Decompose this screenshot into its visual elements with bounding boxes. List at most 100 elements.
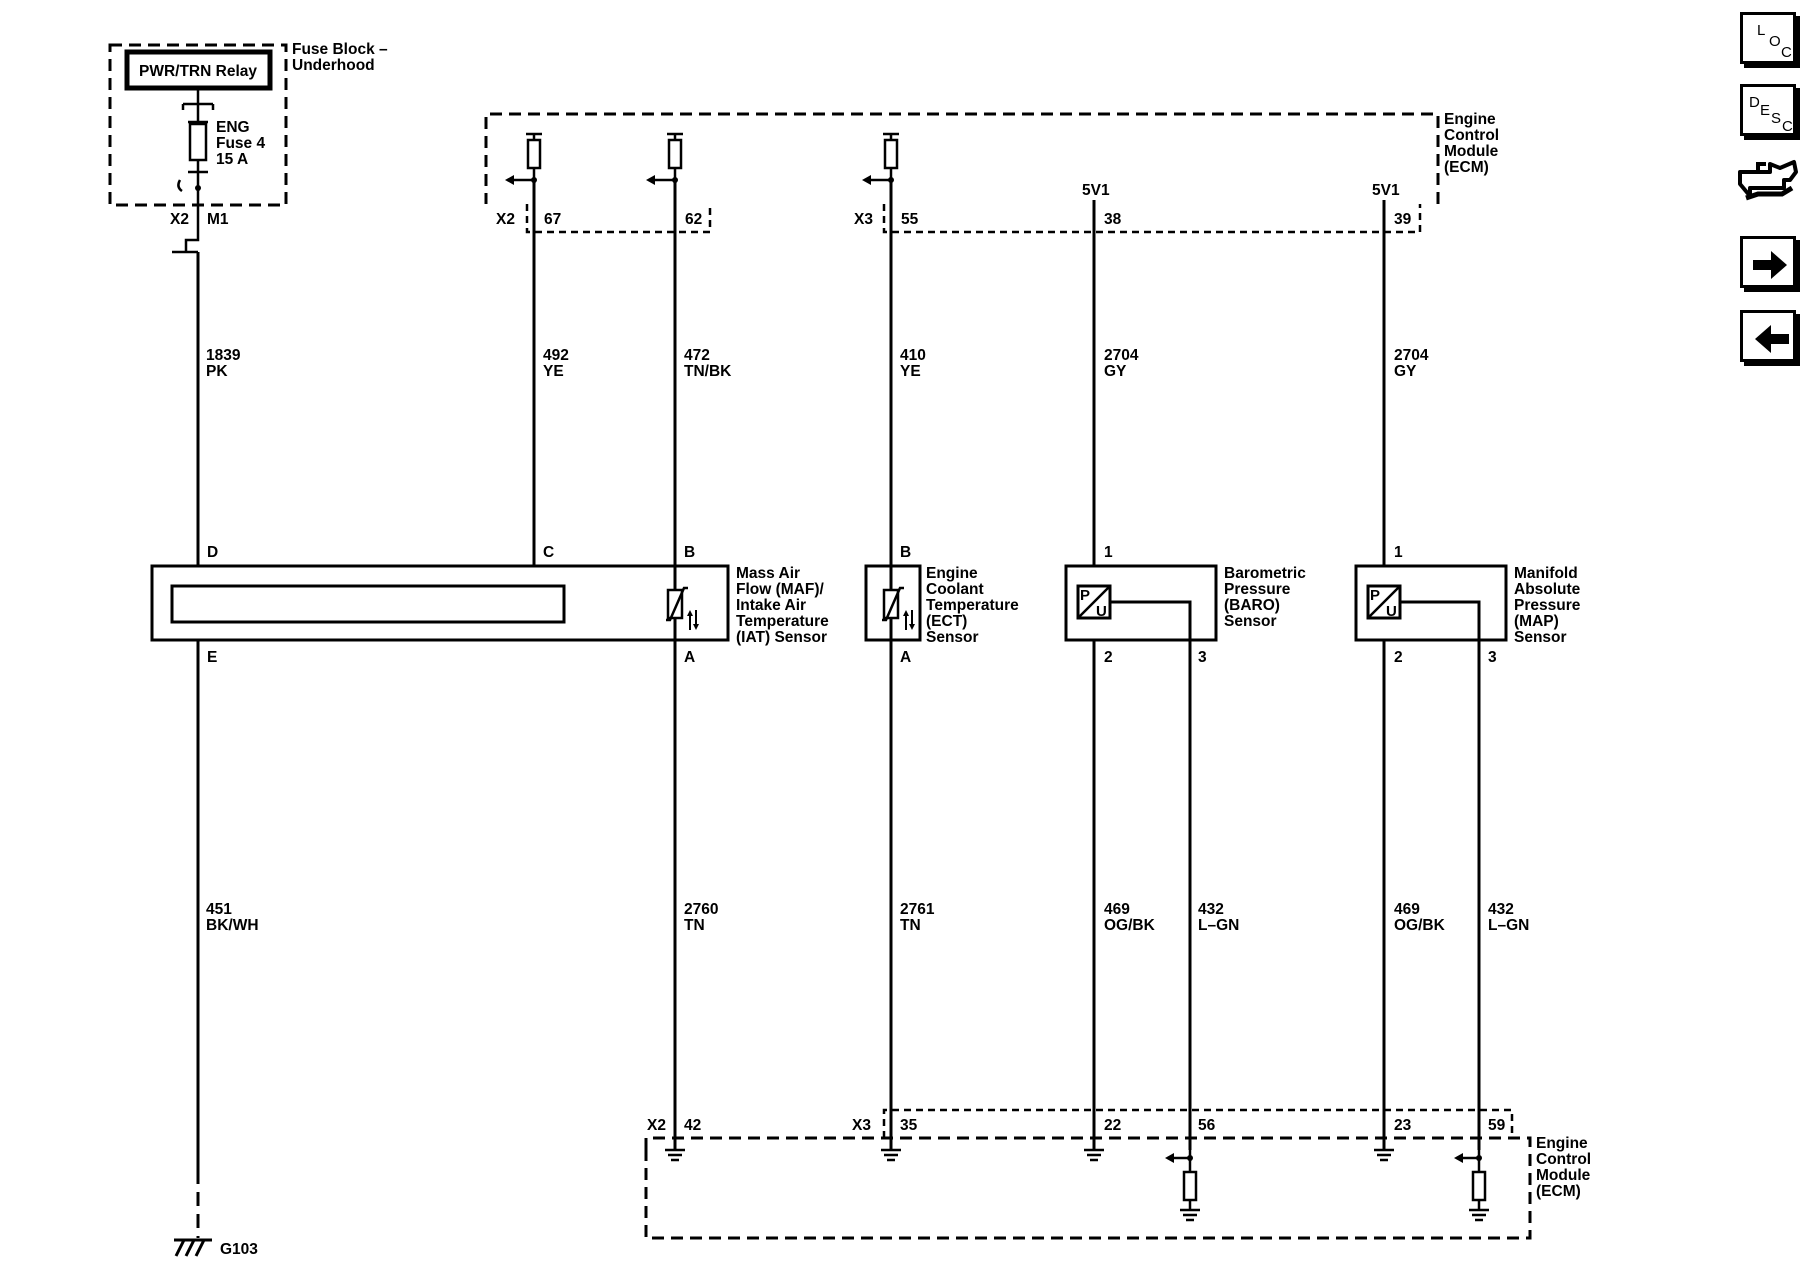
maf-label-1: Mass Air xyxy=(736,565,800,582)
ecm-bottom-connector-x3: X3 xyxy=(852,1117,871,1134)
connector-button[interactable] xyxy=(1736,154,1798,214)
wire-432-baro-number: 432 xyxy=(1198,901,1224,918)
maf-pin-d: D xyxy=(207,544,218,561)
maf-label-2: Flow (MAF)/ xyxy=(736,581,825,598)
map-label-5: Sensor xyxy=(1514,629,1567,646)
loc-letter-c: C xyxy=(1781,44,1792,61)
ecm-top-label-2: Control xyxy=(1444,127,1499,144)
ecm-bottom: Engine Control Module (ECM) xyxy=(644,1108,1591,1240)
ect-label-1: Engine xyxy=(926,565,978,582)
ecm-pin-22: 22 xyxy=(1104,1117,1121,1134)
wire-410-number: 410 xyxy=(900,347,926,364)
ect-label-4: (ECT) xyxy=(926,613,967,630)
baro-pin-2: 2 xyxy=(1104,649,1113,666)
prev-button[interactable] xyxy=(1740,310,1796,362)
ecm-pin-62: 62 xyxy=(685,211,702,228)
fuse-block-underhood: Fuse Block – Underhood PWR/TRN Relay ENG… xyxy=(108,41,388,207)
map-label-3: Pressure xyxy=(1514,597,1581,614)
ecm-ground-56-icon xyxy=(1178,1208,1202,1222)
ecm-pin-55: 55 xyxy=(901,211,919,228)
next-button[interactable] xyxy=(1740,236,1796,288)
wire-432-map-number: 432 xyxy=(1488,901,1514,918)
ect-label-3: Temperature xyxy=(926,597,1019,614)
eng-fuse-4 xyxy=(188,122,208,162)
desc-letter-s: S xyxy=(1771,110,1781,127)
description-icon: D E S C xyxy=(1749,94,1793,135)
baro-symbol-p: P xyxy=(1080,587,1090,604)
fuse-block-subtitle: Underhood xyxy=(292,57,375,74)
wire-492-number: 492 xyxy=(543,347,569,364)
baro-symbol-u: U xyxy=(1096,603,1107,620)
wire-2760-number: 2760 xyxy=(684,901,718,918)
wire-2704-map-number: 2704 xyxy=(1394,347,1429,364)
baro-pin-1: 1 xyxy=(1104,544,1113,561)
map-label-1: Manifold xyxy=(1514,565,1578,582)
connector-icon xyxy=(1738,160,1798,201)
map-label-4: (MAP) xyxy=(1514,613,1559,630)
ecm-top-connector-x2: X2 xyxy=(496,211,515,228)
wires xyxy=(196,180,1481,1238)
ecm-bottom-label-4: (ECM) xyxy=(1536,1183,1581,1200)
baro-label-3: (BARO) xyxy=(1224,597,1280,614)
ect-pin-a: A xyxy=(900,649,911,666)
desc-letter-e: E xyxy=(1760,102,1770,119)
fuse-label-2: Fuse 4 xyxy=(216,135,265,152)
ecm-pin-38: 38 xyxy=(1104,211,1122,228)
ecm-bottom-connector-x2: X2 xyxy=(647,1117,666,1134)
desc-button[interactable]: D E S C xyxy=(1740,84,1796,136)
maf-pin-c: C xyxy=(543,544,554,561)
baro-sensor: P U Barometric Pressure (BARO) Sensor xyxy=(1064,564,1306,642)
ecm-bottom-label-3: Module xyxy=(1536,1167,1591,1184)
wire-469-baro-number: 469 xyxy=(1104,901,1130,918)
ecm-ground-22-icon xyxy=(1082,1148,1106,1162)
ecm-resistor-56 xyxy=(1182,1170,1198,1202)
wire-451-color: BK/WH xyxy=(206,917,259,934)
map-symbol-p: P xyxy=(1370,587,1380,604)
maf-label-4: Temperature xyxy=(736,613,829,630)
desc-letter-c: C xyxy=(1782,118,1793,135)
map-pin-2: 2 xyxy=(1394,649,1403,666)
maf-pin-b: B xyxy=(684,544,695,561)
ecm-pin-42: 42 xyxy=(684,1117,701,1134)
fuse-label-3: 15 A xyxy=(216,151,248,168)
maf-pin-a: A xyxy=(684,649,695,666)
ecm-ground-59-icon xyxy=(1467,1208,1491,1222)
wire-472-color: TN/BK xyxy=(684,363,732,380)
wire-2704-map-color: GY xyxy=(1394,363,1417,380)
ecm-top-connector-x3: X3 xyxy=(854,211,873,228)
wire-451-number: 451 xyxy=(206,901,232,918)
maf-pin-e: E xyxy=(207,649,217,666)
maf-iat-sensor: Mass Air Flow (MAF)/ Intake Air Temperat… xyxy=(150,564,829,646)
ecm-ground-42-icon xyxy=(663,1148,687,1162)
ground-g103-icon xyxy=(174,1238,212,1257)
ect-pin-b: B xyxy=(900,544,911,561)
fuse-connector-x2: X2 xyxy=(170,211,189,228)
maf-element xyxy=(170,584,566,624)
map-sensor: P U Manifold Absolute Pressure (MAP) Sen… xyxy=(1354,564,1581,646)
ecm-pin-59: 59 xyxy=(1488,1117,1506,1134)
baro-5v-label: 5V1 xyxy=(1082,182,1110,199)
ecm-pin-23: 23 xyxy=(1394,1117,1412,1134)
ecm-top-label-3: Module xyxy=(1444,143,1499,160)
loc-letter-l: L xyxy=(1757,22,1765,39)
wire-410-color: YE xyxy=(900,363,921,380)
map-5v-label: 5V1 xyxy=(1372,182,1400,199)
map-symbol-u: U xyxy=(1386,603,1397,620)
relay-label: PWR/TRN Relay xyxy=(139,63,257,80)
ground-g103-label: G103 xyxy=(220,1241,258,1258)
ecm-pin-39: 39 xyxy=(1394,211,1412,228)
ecm-bottom-label-1: Engine xyxy=(1536,1135,1588,1152)
wire-432-baro-color: L–GN xyxy=(1198,917,1239,934)
arrow-left-icon xyxy=(1755,325,1789,353)
fuse-label-1: ENG xyxy=(216,119,250,136)
ecm-top-label-1: Engine xyxy=(1444,111,1496,128)
wire-2761-number: 2761 xyxy=(900,901,935,918)
ect-label-5: Sensor xyxy=(926,629,979,646)
wire-472-number: 472 xyxy=(684,347,710,364)
relay-box xyxy=(124,49,273,91)
wire-469-baro-color: OG/BK xyxy=(1104,917,1156,934)
loc-button[interactable]: L O C xyxy=(1740,12,1796,64)
maf-label-3: Intake Air xyxy=(736,597,806,614)
ecm-bottom-label-2: Control xyxy=(1536,1151,1591,1168)
